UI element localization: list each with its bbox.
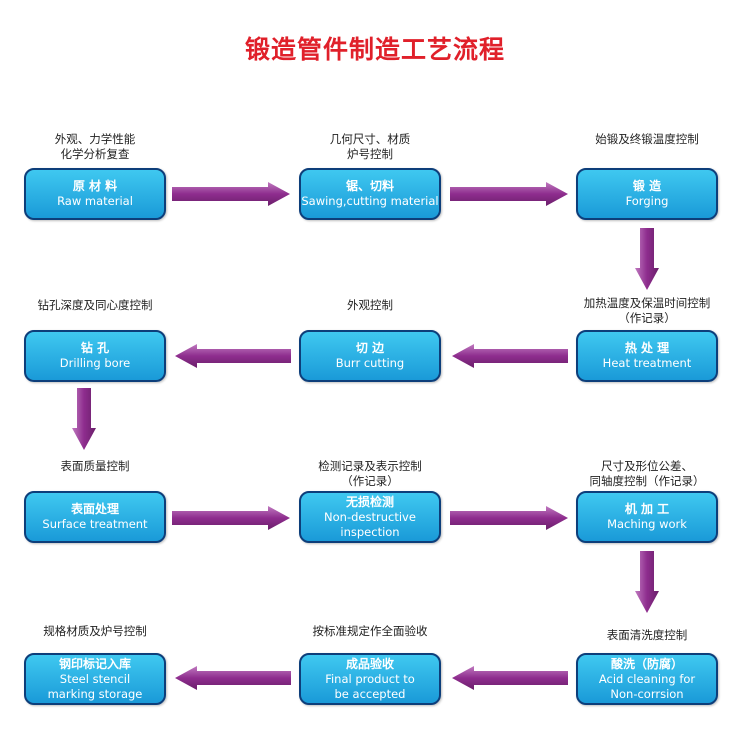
step-box-acid-cleaning: 酸洗（防腐） Acid cleaning for Non-corrsion <box>576 653 718 705</box>
step-box-machining: 机 加 工 Maching work <box>576 491 718 543</box>
note-line: （作记录） <box>618 311 676 325</box>
step-box-drilling: 钻 孔 Drilling bore <box>24 330 166 382</box>
step-label-cn: 锻 造 <box>632 179 662 193</box>
arrow-shape <box>635 551 659 613</box>
step-label-en: Acid cleaning for <box>598 671 696 686</box>
step-label-en: Heat treatment <box>602 356 692 370</box>
step-label-cn: 切 边 <box>355 341 385 355</box>
step-box-final-product: 成品验收 Final product to be accepted <box>299 653 441 705</box>
control-note-acid-cleaning: 表面清洗度控制 <box>552 628 742 643</box>
flow-arrow-right <box>172 506 290 530</box>
step-box-sawing: 锯、切料 Sawing,cutting material <box>299 168 441 220</box>
control-note-heat-treatment: 加热温度及保温时间控制 （作记录） <box>552 296 742 326</box>
flow-arrow-left <box>175 344 291 368</box>
arrow-shape <box>635 228 659 290</box>
note-line: 炉号控制 <box>347 147 393 161</box>
note-line: （作记录） <box>341 474 399 488</box>
step-label-en: Maching work <box>607 517 687 531</box>
control-note-drilling: 钻孔深度及同心度控制 <box>0 298 190 313</box>
note-line: 规格材质及炉号控制 <box>43 624 147 638</box>
arrow-shape <box>175 666 291 690</box>
note-line: 外观、力学性能 <box>54 132 136 146</box>
step-label-cn: 机 加 工 <box>624 502 670 516</box>
step-label-en: Burr cutting <box>335 356 405 370</box>
flow-arrow-right <box>172 182 290 206</box>
step-label-en: Sawing,cutting material <box>301 194 439 208</box>
control-note-raw-material: 外观、力学性能 化学分析复查 <box>0 132 190 162</box>
note-line: 检测记录及表示控制 <box>318 459 422 473</box>
note-line: 尺寸及形位公差、 <box>601 459 693 473</box>
step-label-en: Drilling bore <box>59 356 131 370</box>
arrow-shape <box>452 666 568 690</box>
flow-arrow-right <box>450 182 568 206</box>
control-note-final-product: 按标准规定作全面验收 <box>275 624 465 639</box>
flow-arrow-down <box>635 551 659 613</box>
step-label-cn: 原 材 料 <box>72 179 118 193</box>
arrow-shape <box>172 182 290 206</box>
note-line: 化学分析复查 <box>60 147 130 161</box>
arrow-shape <box>175 344 291 368</box>
step-label-en: Non-destructive <box>324 509 416 524</box>
step-label-en: Final product to <box>325 671 415 686</box>
control-note-stencil-storage: 规格材质及炉号控制 <box>0 624 190 639</box>
note-line: 钻孔深度及同心度控制 <box>37 298 153 312</box>
step-label-en-line2: Non-corrsion <box>610 686 684 701</box>
note-line: 表面质量控制 <box>60 459 130 473</box>
step-label-cn: 无损检测 <box>345 494 394 509</box>
flow-arrow-down <box>72 388 96 450</box>
step-box-heat-treatment: 热 处 理 Heat treatment <box>576 330 718 382</box>
flow-arrow-right <box>450 506 568 530</box>
arrow-shape <box>72 388 96 450</box>
step-label-cn: 锯、切料 <box>345 179 394 193</box>
step-label-en-line2: be accepted <box>334 686 406 701</box>
arrow-shape <box>450 182 568 206</box>
step-box-surface-treatment: 表面处理 Surface treatment <box>24 491 166 543</box>
flow-arrow-left <box>452 344 568 368</box>
step-box-raw-material: 原 材 料 Raw material <box>24 168 166 220</box>
flow-arrow-down <box>635 228 659 290</box>
step-label-en: Forging <box>625 194 669 208</box>
step-label-cn: 成品验收 <box>345 656 394 671</box>
step-label-en: Steel stencil <box>59 671 131 686</box>
step-label-cn: 表面处理 <box>70 502 119 516</box>
step-box-burr-cutting: 切 边 Burr cutting <box>299 330 441 382</box>
step-label-cn: 酸洗（防腐） <box>610 656 683 671</box>
note-line: 加热温度及保温时间控制 <box>583 296 711 310</box>
flow-arrow-left <box>452 666 568 690</box>
note-line: 表面清洗度控制 <box>606 628 688 642</box>
control-note-sawing: 几何尺寸、材质 炉号控制 <box>275 132 465 162</box>
flow-arrow-left <box>175 666 291 690</box>
control-note-machining: 尺寸及形位公差、 同轴度控制（作记录） <box>552 459 742 489</box>
step-label-en-line2: marking storage <box>47 686 143 701</box>
note-line: 始锻及终锻温度控制 <box>595 132 699 146</box>
step-label-cn: 热 处 理 <box>624 341 670 355</box>
step-label-cn: 钢印标记入库 <box>58 656 131 671</box>
control-note-surface-treatment: 表面质量控制 <box>0 459 190 474</box>
control-note-forging: 始锻及终锻温度控制 <box>552 132 742 147</box>
step-label-en-line2: inspection <box>340 524 400 539</box>
note-line: 外观控制 <box>347 298 393 312</box>
step-label-en: Surface treatment <box>42 517 148 531</box>
step-box-stencil-storage: 钢印标记入库 Steel stencil marking storage <box>24 653 166 705</box>
arrow-shape <box>450 506 568 530</box>
note-line: 同轴度控制（作记录） <box>589 474 705 488</box>
note-line: 几何尺寸、材质 <box>329 132 411 146</box>
control-note-burr-cutting: 外观控制 <box>275 298 465 313</box>
arrow-shape <box>452 344 568 368</box>
step-box-forging: 锻 造 Forging <box>576 168 718 220</box>
step-label-en: Raw material <box>57 194 133 208</box>
page-title: 锻造管件制造工艺流程 <box>244 35 505 64</box>
step-box-ndt: 无损检测 Non-destructive inspection <box>299 491 441 543</box>
arrow-shape <box>172 506 290 530</box>
note-line: 按标准规定作全面验收 <box>312 624 428 638</box>
step-label-cn: 钻 孔 <box>80 341 110 355</box>
control-note-ndt: 检测记录及表示控制 （作记录） <box>275 459 465 489</box>
